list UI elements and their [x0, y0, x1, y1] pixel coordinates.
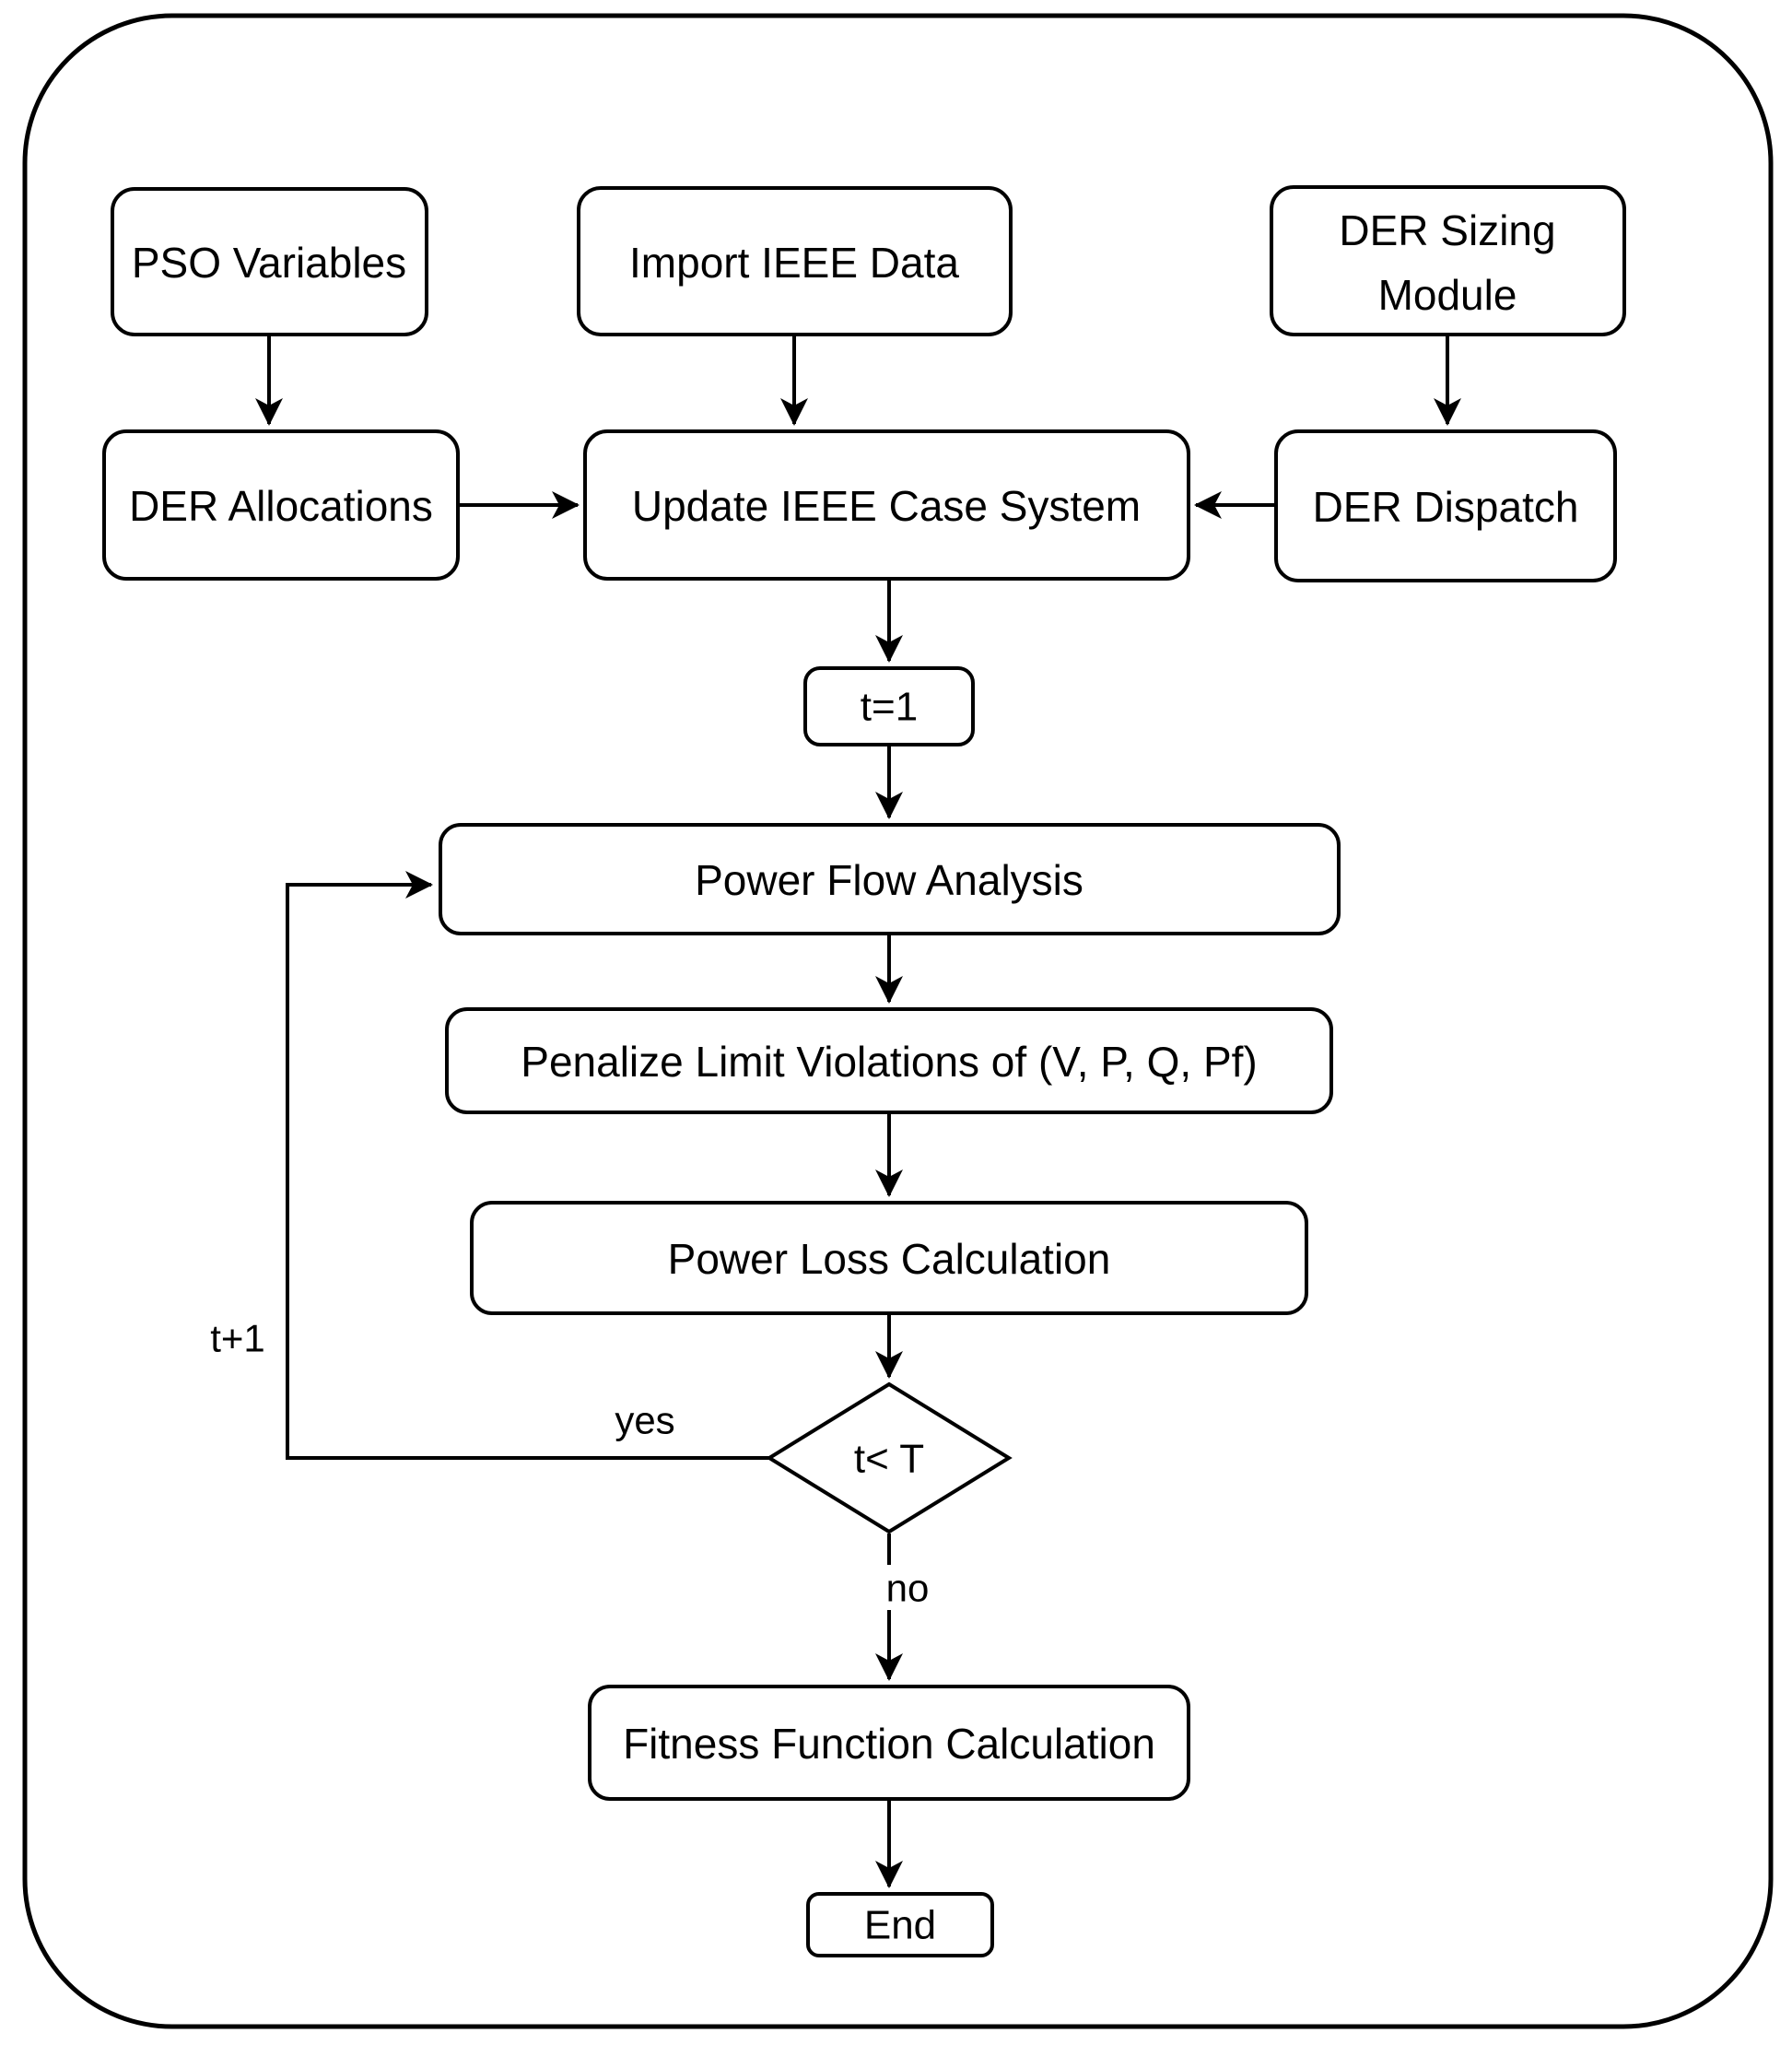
node-der-dispatch: DER Dispatch — [1274, 429, 1617, 582]
node-decision-t-lt-T: t< T — [766, 1381, 1013, 1534]
node-der-sizing-module-box — [1270, 185, 1626, 336]
node-pso-variables: PSO Variables — [111, 187, 428, 336]
node-update-ieee-case-system-box — [583, 429, 1190, 581]
node-der-allocations: DER Allocations — [102, 429, 460, 581]
node-decision-label: t< T — [854, 1437, 924, 1482]
node-power-flow-analysis: Power Flow Analysis — [439, 823, 1341, 935]
node-fitness-function-calculation-label: Fitness Function Calculation — [623, 1720, 1155, 1768]
node-power-loss-calculation-box — [470, 1201, 1308, 1315]
node-power-flow-analysis-box — [439, 823, 1341, 935]
node-fitness-function-calculation-box — [588, 1685, 1190, 1801]
outer-border — [22, 13, 1774, 2029]
node-der-sizing-module: DER Sizing Module — [1270, 185, 1626, 336]
node-der-dispatch-box — [1274, 429, 1617, 582]
node-power-loss-calculation: Power Loss Calculation — [470, 1201, 1308, 1315]
edge-decision-yes-loop — [286, 871, 769, 1460]
node-t-init-box — [803, 666, 975, 746]
node-penalize-violations-box — [445, 1007, 1333, 1114]
node-power-loss-calculation-label: Power Loss Calculation — [668, 1235, 1111, 1283]
node-update-ieee-case-system: Update IEEE Case System — [583, 429, 1190, 581]
node-import-ieee-data: Import IEEE Data — [577, 186, 1013, 336]
node-der-dispatch-label: DER Dispatch — [1313, 483, 1579, 531]
edge-label-no: no — [886, 1567, 930, 1610]
edge-label-t-plus-1: t+1 — [210, 1317, 265, 1360]
node-t-init-label: t=1 — [861, 685, 918, 730]
node-pso-variables-box — [111, 187, 428, 336]
node-end: End — [806, 1892, 994, 1957]
node-end-label: End — [864, 1903, 936, 1948]
node-end-box — [806, 1892, 994, 1957]
node-der-allocations-box — [102, 429, 460, 581]
node-t-init: t=1 — [803, 666, 975, 746]
node-import-ieee-data-box — [577, 186, 1013, 336]
node-der-sizing-module-label-line1: DER Sizing — [1339, 206, 1555, 254]
node-der-allocations-label: DER Allocations — [129, 482, 433, 530]
node-penalize-violations-label: Penalize Limit Violations of (V, P, Q, P… — [521, 1038, 1257, 1086]
node-power-flow-analysis-label: Power Flow Analysis — [695, 856, 1083, 904]
node-penalize-violations: Penalize Limit Violations of (V, P, Q, P… — [445, 1007, 1333, 1114]
node-pso-variables-label: PSO Variables — [132, 239, 406, 287]
node-import-ieee-data-label: Import IEEE Data — [629, 239, 959, 287]
node-der-sizing-module-label-line2: Module — [1378, 271, 1517, 319]
node-decision-diamond — [766, 1381, 1013, 1534]
edge-label-yes: yes — [615, 1399, 674, 1442]
node-update-ieee-case-system-label: Update IEEE Case System — [632, 482, 1141, 530]
node-fitness-function-calculation: Fitness Function Calculation — [588, 1685, 1190, 1801]
